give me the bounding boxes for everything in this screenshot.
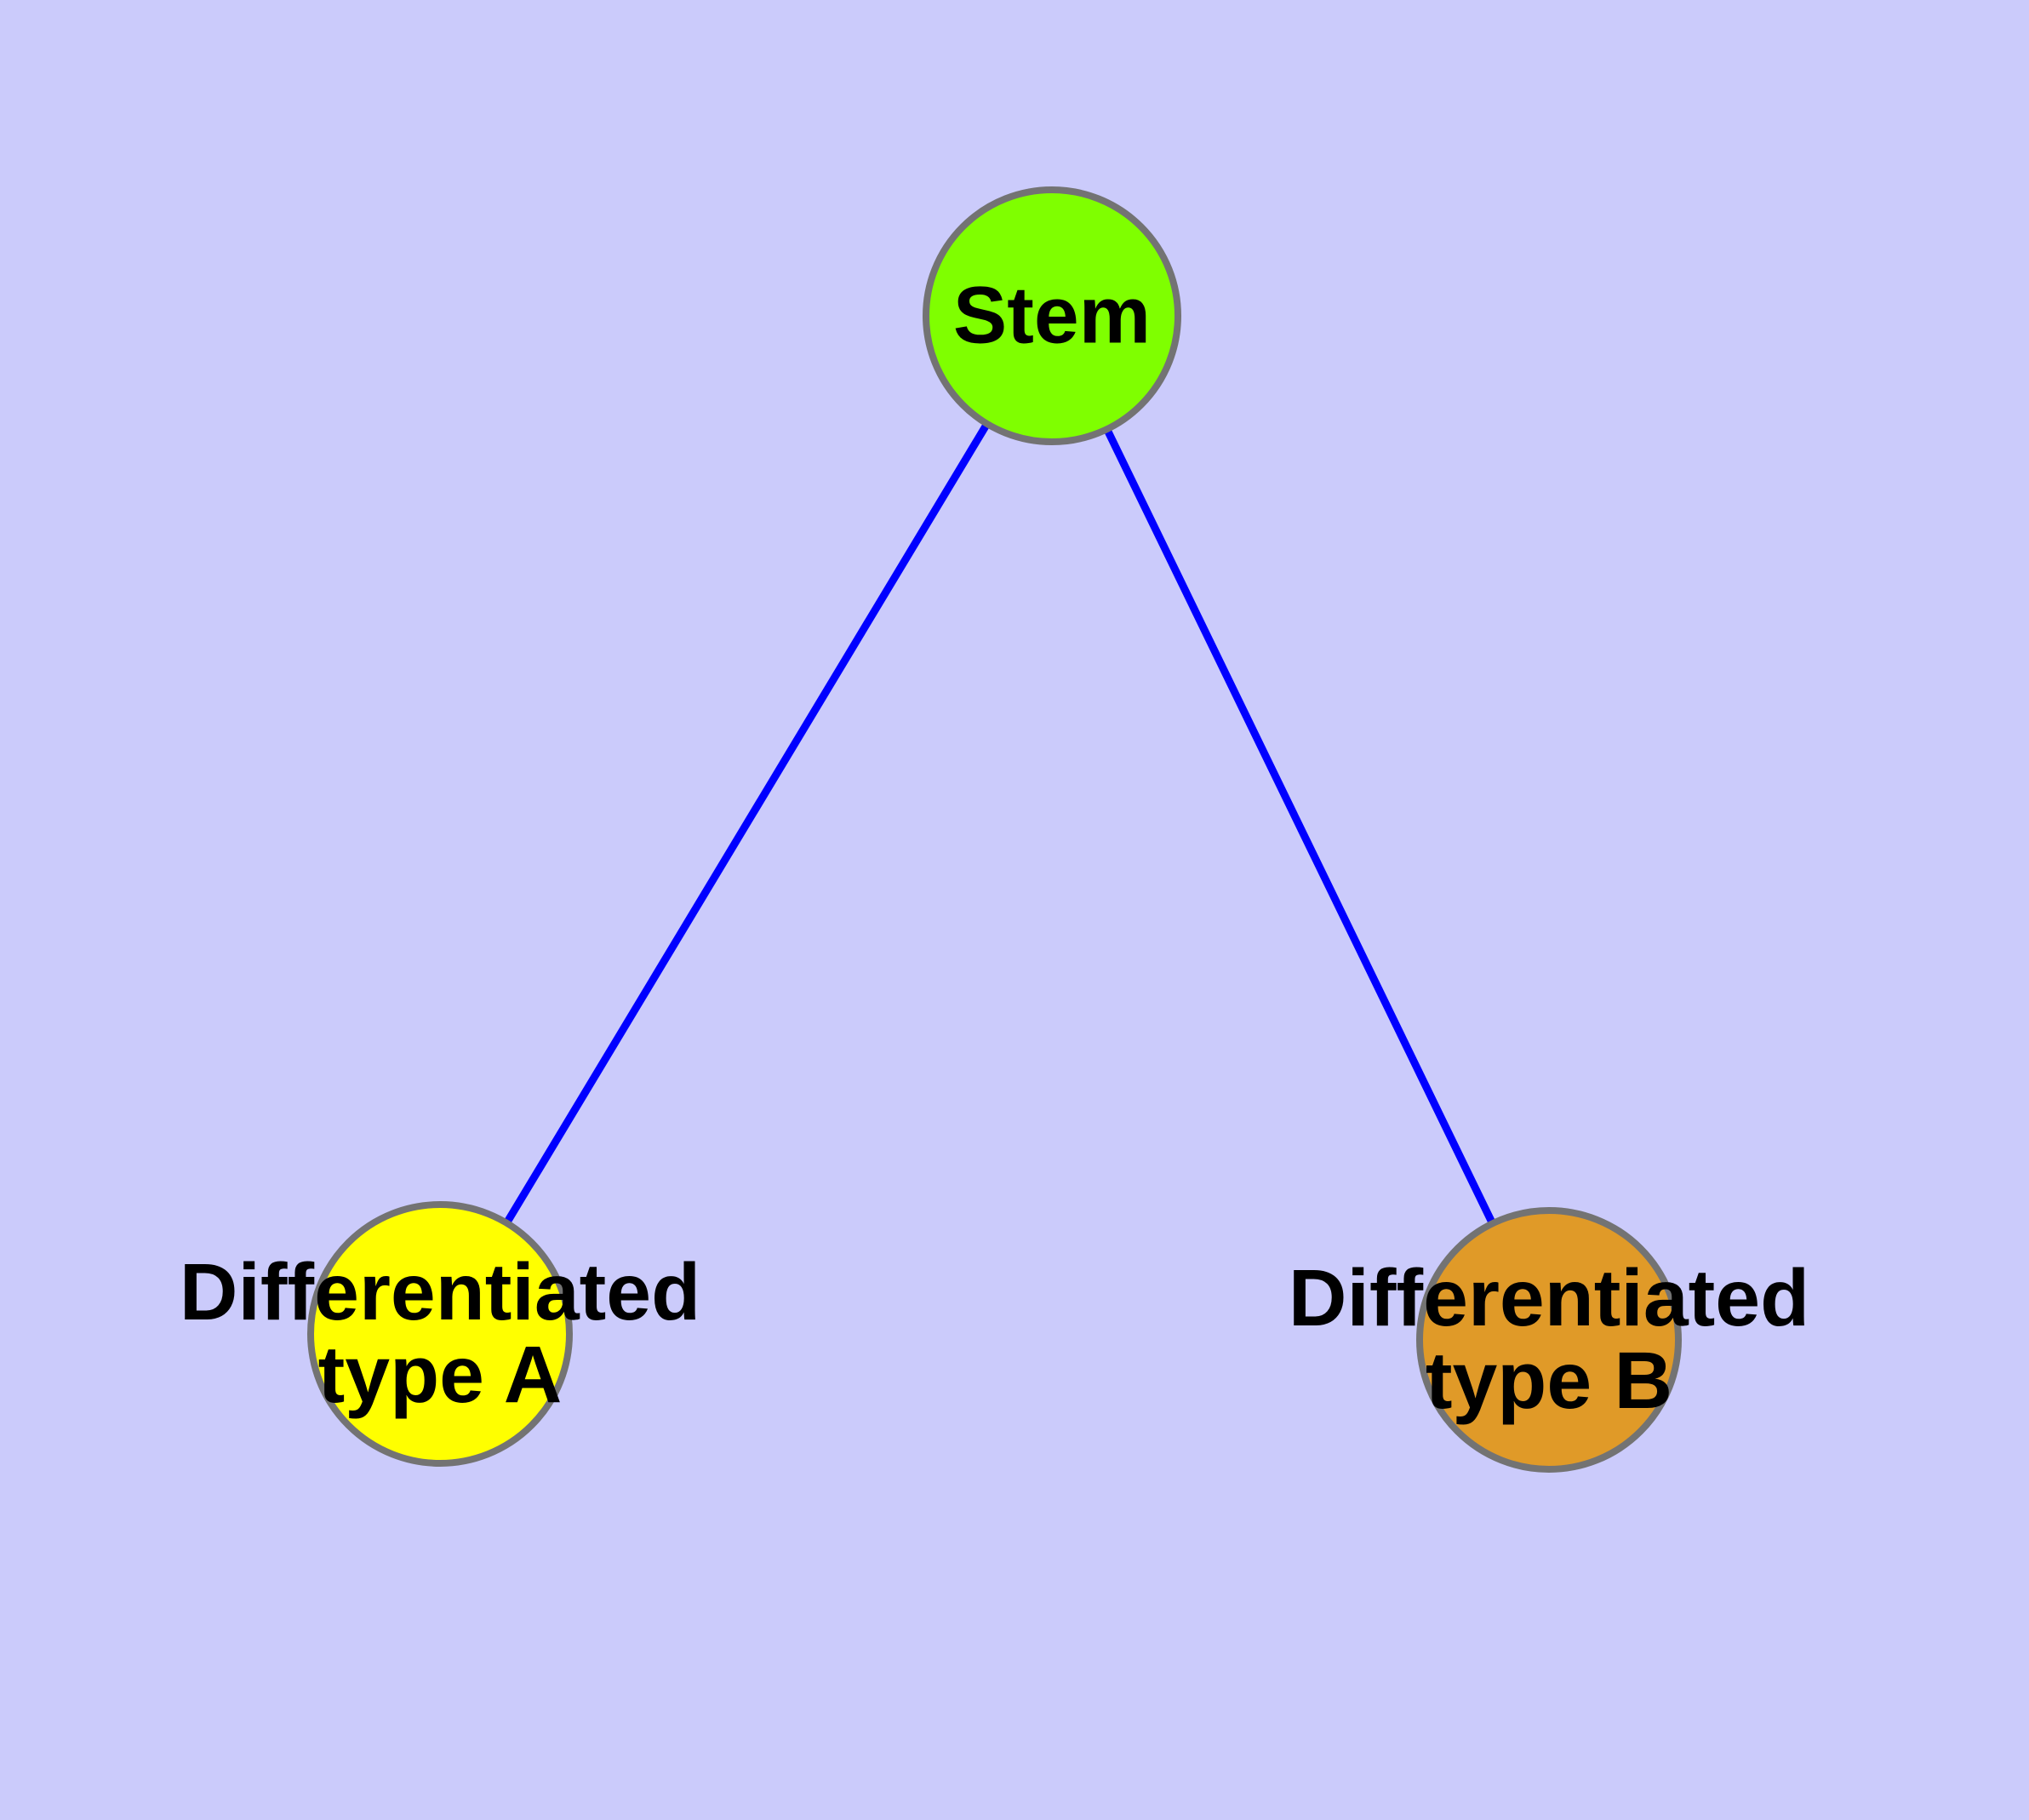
graph-node-diff-b[interactable] — [1416, 1207, 1682, 1473]
graph-node-diff-a[interactable] — [307, 1201, 573, 1467]
graph-node-stem[interactable] — [923, 186, 1181, 445]
graph-edge-stem-diff-b — [1103, 427, 1496, 1226]
edges-layer — [503, 421, 1496, 1226]
nodes-layer — [307, 186, 1682, 1473]
graph-edge-stem-diff-a — [503, 421, 991, 1226]
